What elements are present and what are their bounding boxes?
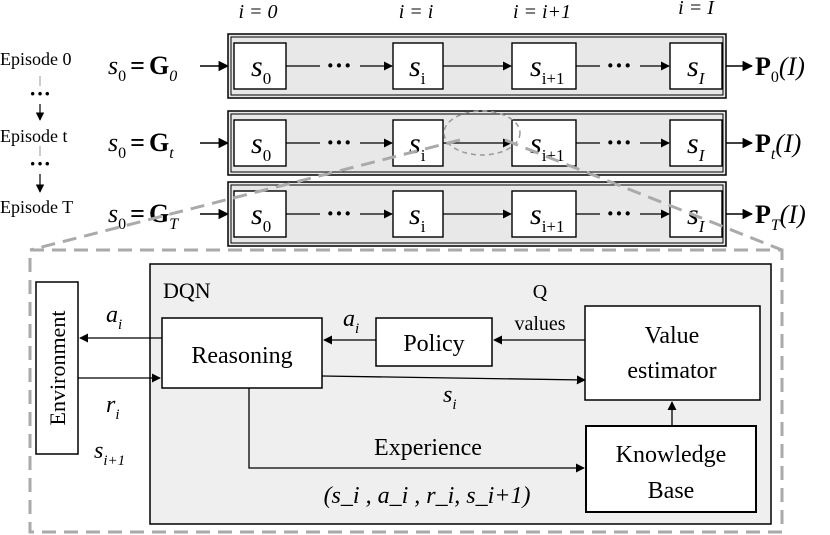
state-label: s0 [251, 198, 271, 236]
state-box [392, 119, 444, 167]
episode-row-0: Episode 0 s0=G0 s0 si si+1 sI ··· ··· P0(I) [0, 33, 805, 99]
q-label-line2: values [514, 313, 565, 335]
episode-label: Episode T [0, 197, 73, 217]
knowledge-base-box: Knowledge Base [585, 425, 757, 513]
kb-label-line2: Base [648, 478, 695, 504]
state-box [233, 119, 287, 167]
zoom-ellipse [443, 110, 521, 156]
state-label: sI [687, 127, 706, 165]
episode-output: Pt(I) [755, 129, 801, 163]
index-label-0: i = 0 [238, 1, 277, 23]
q-label-line1: Q [533, 281, 548, 303]
state-label: s0 [251, 50, 271, 88]
dqn-zoom-frame [28, 248, 784, 534]
state-box [511, 190, 577, 238]
environment-label: Environment [45, 311, 70, 426]
action-label: ai [106, 302, 122, 333]
kb-label-line1: Knowledge [616, 442, 727, 468]
dqn-title: DQN [163, 278, 211, 303]
episode-connectors: ··· ··· [29, 76, 51, 193]
vdots-1: ··· [29, 81, 51, 106]
reward-label: ri [106, 392, 120, 423]
index-label-I: i = I [678, 0, 715, 19]
state-box [669, 190, 723, 238]
episode-output: PT(I) [755, 200, 806, 234]
dqn-labels: ai ri si+1 ai Q values si Experience (s_… [94, 281, 566, 509]
vdots-2: ··· [29, 151, 51, 176]
initial-state-equation: s0=GT [108, 199, 179, 233]
policy-action-label: ai [343, 306, 359, 337]
state-box [233, 190, 287, 238]
ellipsis: ··· [606, 128, 632, 157]
policy-box: Policy [375, 317, 493, 367]
state-box [669, 119, 723, 167]
state-box [392, 42, 444, 90]
state-label: sI [687, 50, 706, 88]
state-label: si [409, 127, 426, 165]
value-estimator-box: Value estimator [584, 305, 761, 401]
experience-label: Experience [374, 435, 482, 461]
index-label-i: i = i [399, 1, 434, 23]
ellipsis: ··· [326, 51, 352, 80]
value-label-line2: estimator [627, 358, 716, 384]
reasoning-label: Reasoning [191, 343, 292, 369]
state-label: si [443, 382, 457, 413]
index-labels: i = 0 i = i i = i+1 i = I [238, 0, 715, 23]
ellipsis: ··· [326, 128, 352, 157]
state-label: si+1 [530, 198, 565, 236]
ellipsis: ··· [606, 51, 632, 80]
policy-label: Policy [403, 331, 464, 357]
state-label: si [409, 50, 426, 88]
episode-label: Episode t [0, 126, 68, 146]
ellipsis: ··· [326, 199, 352, 228]
reasoning-box: Reasoning [161, 317, 323, 389]
ellipsis: ··· [606, 199, 632, 228]
state-label: si [409, 198, 426, 236]
state-box [511, 119, 577, 167]
index-label-i-plus-1: i = i+1 [513, 1, 571, 23]
episode-label: Episode 0 [0, 49, 72, 69]
experience-tuple: (s_i , a_i , r_i, s_i+1) [324, 483, 531, 509]
episode-output: P0(I) [755, 52, 805, 86]
environment-box: Environment [35, 281, 79, 455]
dqn-arrows [78, 333, 677, 473]
next-state-label: si+1 [94, 438, 125, 469]
state-label: s0 [251, 127, 271, 165]
state-box [669, 42, 723, 90]
value-label-line1: Value [645, 323, 700, 349]
initial-state-equation: s0=G0 [108, 51, 177, 85]
zoom-indicator [29, 110, 783, 252]
state-label: si+1 [530, 50, 565, 88]
initial-state-equation: s0=Gt [108, 128, 174, 162]
